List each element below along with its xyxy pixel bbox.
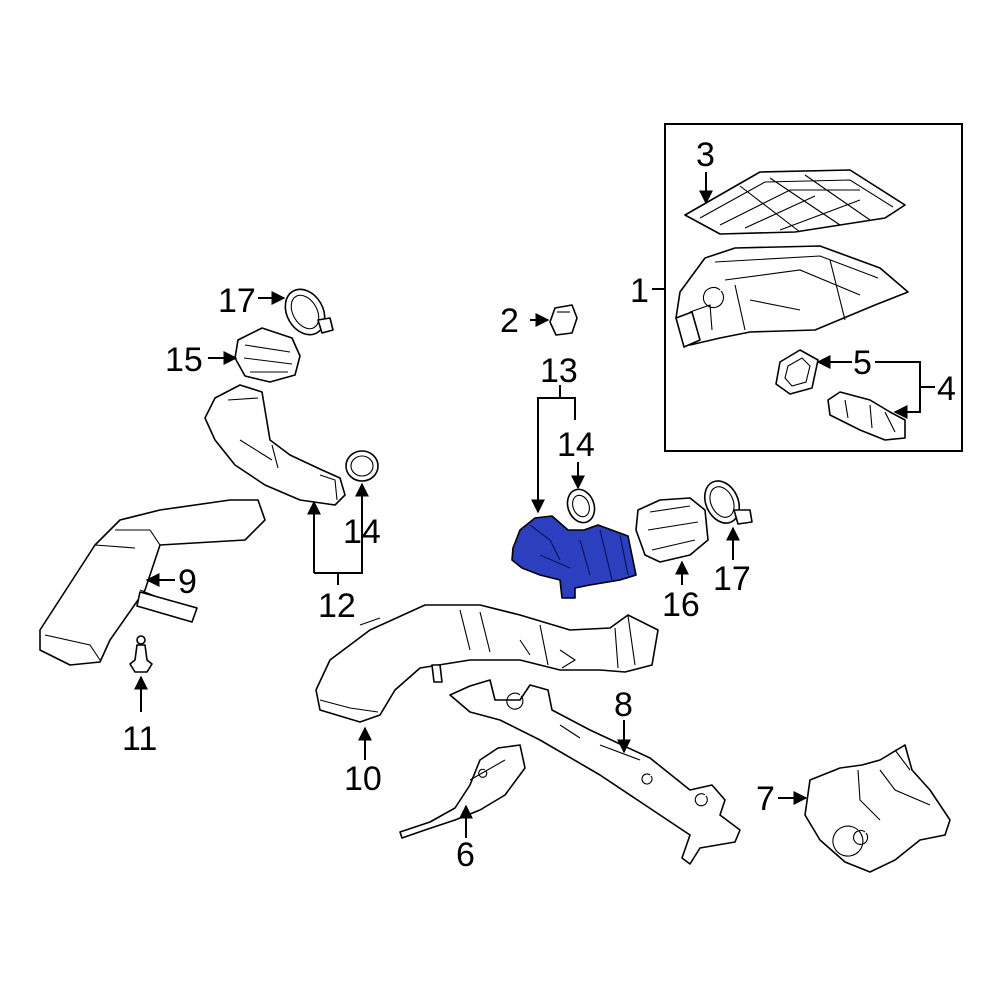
bracket-6 [399,744,526,839]
seal [775,349,819,395]
callout-3: 3 [696,136,715,174]
heat-shield-7 [804,744,951,873]
callout-14-left: 14 [343,513,381,551]
air-duct-9 [39,499,266,666]
callout-9: 9 [178,563,197,601]
callout-15: 15 [165,341,203,379]
clamp-upper-left [284,288,334,336]
air-duct-10 [315,604,659,723]
callout-labels: 1 2 3 4 5 6 7 8 9 10 11 12 13 14 14 15 1… [122,136,956,874]
assembly-inset-box [664,123,963,452]
air-cleaner-cover [684,169,906,235]
air-duct-13-highlighted [511,515,637,599]
intake-hose-16 [635,497,709,563]
callout-14-right: 14 [557,426,595,464]
callout-17-upper: 17 [218,282,256,320]
leader-lines [134,172,935,838]
callout-17-right: 17 [713,560,751,598]
callout-11: 11 [122,720,157,758]
push-pin-11 [129,635,153,673]
air-duct-12 [204,384,346,506]
clamp-14-right [566,488,596,524]
callout-13: 13 [540,352,578,390]
mass-airflow-sensor [827,391,906,441]
air-cleaner-housing [675,245,909,348]
callout-5: 5 [853,344,872,382]
callout-4: 4 [937,370,956,408]
bracket-8 [449,679,741,865]
callout-10: 10 [344,760,382,798]
clamp-upper-right [703,480,753,525]
callout-12: 12 [318,587,356,625]
callout-7: 7 [756,780,775,818]
intake-hose-15 [234,327,301,383]
callout-16: 16 [662,586,700,624]
callout-2: 2 [500,302,519,340]
grommet [549,304,578,336]
callout-1: 1 [630,272,649,310]
clamp-14-left [345,450,379,482]
callout-6: 6 [456,836,475,874]
callout-8: 8 [614,686,633,724]
